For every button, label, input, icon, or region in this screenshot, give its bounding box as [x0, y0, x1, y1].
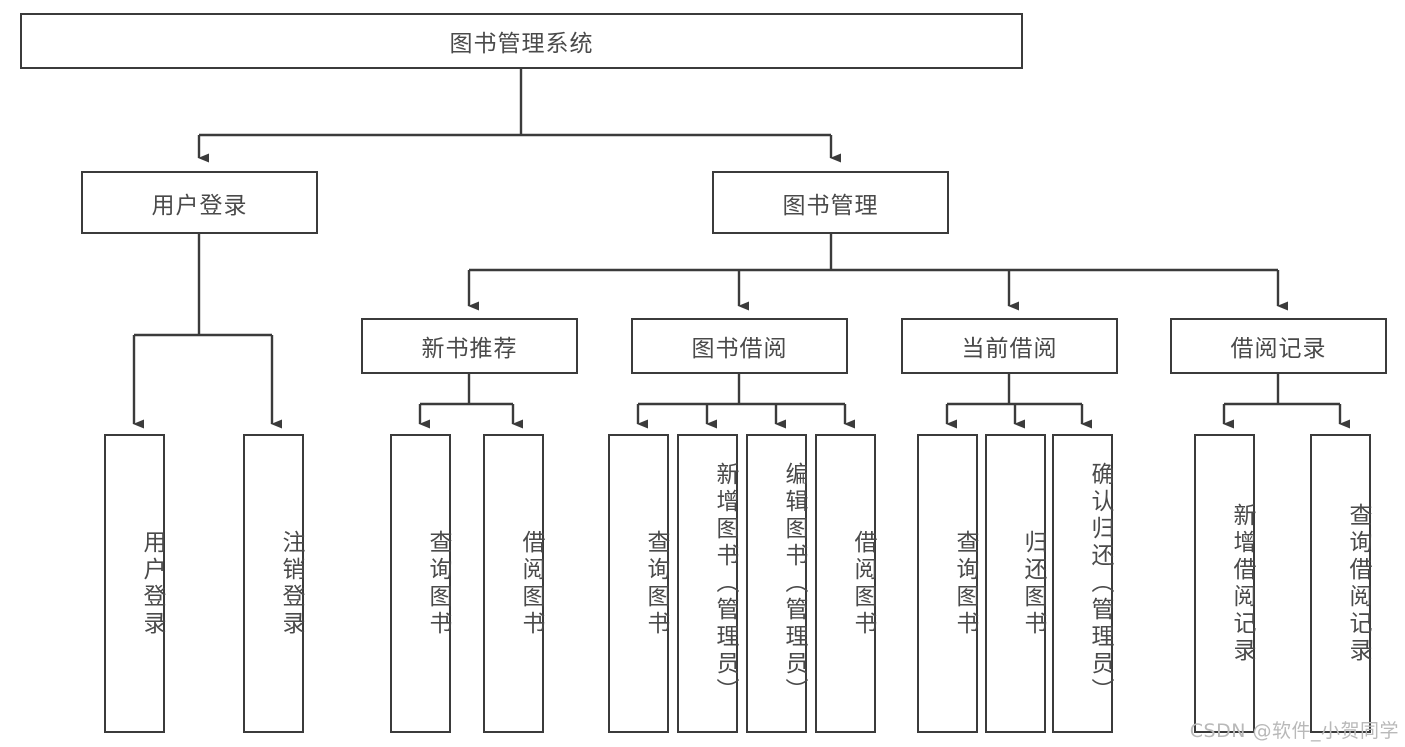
- node-label: 新增图书（管理员）: [712, 462, 738, 705]
- node-label: 借阅图书: [850, 529, 876, 638]
- node-label: 确认归还（管理员）: [1087, 462, 1113, 705]
- node-current-borrow[interactable]: 当前借阅: [901, 318, 1118, 374]
- leaf-record-query-record[interactable]: 查询借阅记录: [1310, 434, 1371, 733]
- node-label: 借阅记录: [1230, 336, 1327, 362]
- leaf-record-add-record[interactable]: 新增借阅记录: [1194, 434, 1255, 733]
- leaf-recommend-borrow-book[interactable]: 借阅图书: [483, 434, 544, 733]
- node-label: 借阅图书: [518, 529, 544, 638]
- leaf-recommend-query-book[interactable]: 查询图书: [390, 434, 451, 733]
- node-label: 查询图书: [425, 529, 451, 638]
- leaf-borrow-edit-book[interactable]: 编辑图书（管理员）: [746, 434, 807, 733]
- leaf-current-return-book[interactable]: 归还图书: [985, 434, 1046, 733]
- node-label: 查询图书: [952, 529, 978, 638]
- node-root-system[interactable]: 图书管理系统: [20, 13, 1023, 69]
- leaf-current-query-book[interactable]: 查询图书: [917, 434, 978, 733]
- leaf-current-confirm-return[interactable]: 确认归还（管理员）: [1052, 434, 1113, 733]
- node-label: 注销登录: [278, 529, 304, 638]
- node-label: 用户登录: [139, 529, 165, 638]
- node-label: 新增借阅记录: [1229, 502, 1255, 665]
- node-user-login[interactable]: 用户登录: [81, 171, 318, 234]
- node-new-book-recommend[interactable]: 新书推荐: [361, 318, 578, 374]
- node-label: 用户登录: [151, 192, 248, 219]
- node-label: 图书借阅: [691, 336, 788, 362]
- leaf-borrow-add-book[interactable]: 新增图书（管理员）: [677, 434, 738, 733]
- node-book-borrow[interactable]: 图书借阅: [631, 318, 848, 374]
- node-label: 编辑图书（管理员）: [781, 462, 807, 705]
- node-label: 查询图书: [643, 529, 669, 638]
- node-borrow-record[interactable]: 借阅记录: [1170, 318, 1387, 374]
- leaf-user-login-logout[interactable]: 注销登录: [243, 434, 304, 733]
- leaf-user-login-login[interactable]: 用户登录: [104, 434, 165, 733]
- node-book-management[interactable]: 图书管理: [712, 171, 949, 234]
- node-label: 归还图书: [1020, 529, 1046, 638]
- node-label: 图书管理系统: [449, 31, 594, 57]
- leaf-borrow-query-book[interactable]: 查询图书: [608, 434, 669, 733]
- node-label: 查询借阅记录: [1345, 502, 1371, 665]
- leaf-borrow-borrow-book[interactable]: 借阅图书: [815, 434, 876, 733]
- node-label: 当前借阅: [961, 336, 1058, 362]
- node-label: 图书管理: [782, 192, 879, 219]
- node-label: 新书推荐: [421, 336, 518, 362]
